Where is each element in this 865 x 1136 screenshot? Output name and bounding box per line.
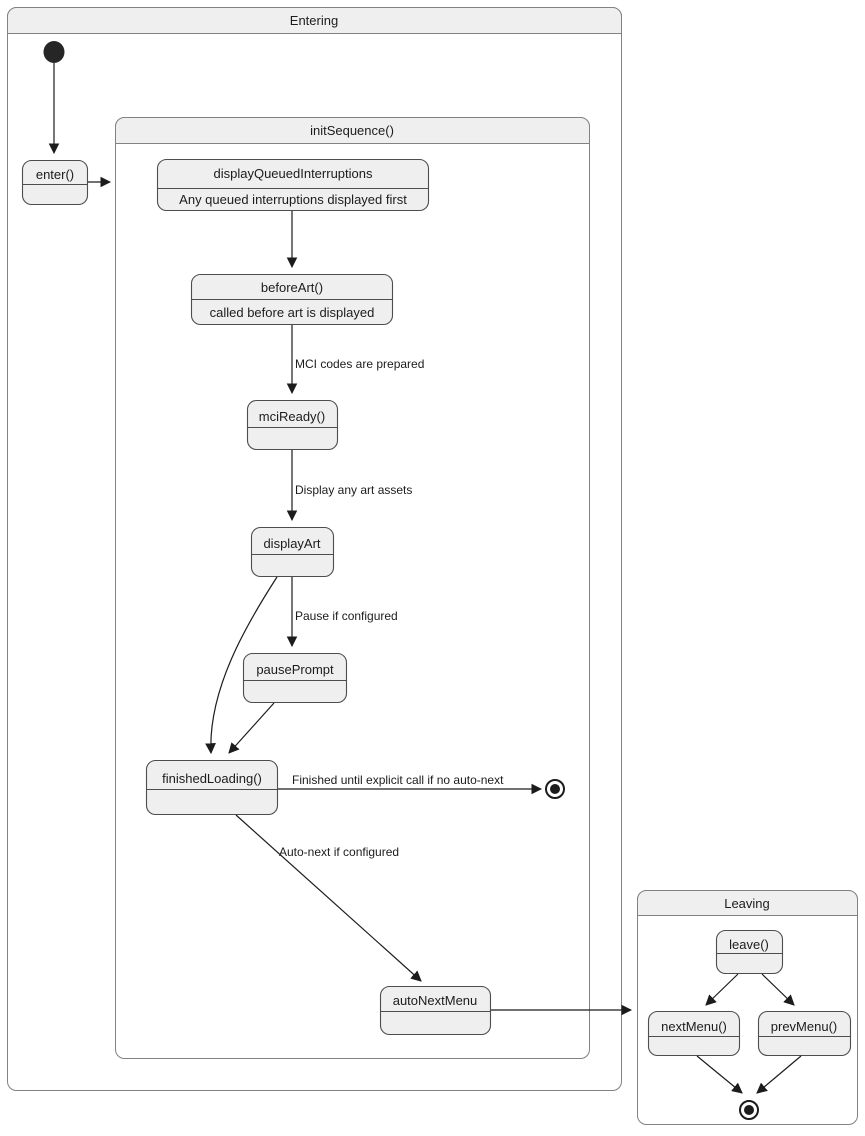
state-enter-label: enter() (36, 167, 74, 182)
state-pause-prompt[interactable]: pausePrompt (242, 652, 348, 704)
state-auto-next-menu-box (379, 985, 492, 1036)
edge-label-auto-next-if-configured: Auto-next if configured (279, 845, 399, 859)
edge-prev-menu-to-final (756, 1055, 802, 1094)
initial-node (43, 41, 65, 63)
state-pause-prompt-box (242, 652, 348, 704)
edge-leave-to-next-menu (705, 973, 739, 1006)
state-finished-loading-box (145, 759, 279, 816)
edge-label-finished-until-explicit-call: Finished until explicit call if no auto-… (292, 773, 504, 787)
state-display-art-box (250, 526, 335, 578)
composite-state-leaving[interactable]: Leaving (637, 890, 858, 1125)
state-enter-box (21, 159, 89, 206)
init-sequence-header-bar (115, 117, 590, 144)
state-display-queued-desc: Any queued interruptions displayed first (179, 192, 407, 207)
final-node-leaving (739, 1100, 759, 1120)
leaving-header-bar (637, 890, 858, 916)
state-leave-label: leave() (729, 937, 769, 952)
state-leave[interactable]: leave() (715, 929, 784, 975)
state-mci-ready[interactable]: mciReady() (246, 399, 339, 451)
state-display-art-label: displayArt (263, 536, 320, 551)
state-display-queued-interruptions[interactable]: displayQueuedInterruptions Any queued in… (156, 158, 430, 212)
state-mci-ready-box (246, 399, 339, 451)
final-node-entering-dot (550, 784, 560, 794)
state-before-art-desc: called before art is displayed (210, 305, 375, 320)
entering-header-bar (7, 7, 622, 34)
init-sequence-frame (115, 117, 590, 1059)
final-node-leaving-dot (744, 1105, 754, 1115)
edge-finished-loading-to-auto-next-menu (235, 814, 422, 982)
edge-display-art-to-finished-loading (205, 576, 278, 755)
state-auto-next-menu-label: autoNextMenu (393, 993, 478, 1008)
state-finished-loading[interactable]: finishedLoading() (145, 759, 279, 816)
state-display-art[interactable]: displayArt (250, 526, 335, 578)
init-sequence-title: initSequence() (310, 123, 394, 138)
edge-pause-prompt-to-finished-loading (228, 702, 275, 754)
state-pause-prompt-label: pausePrompt (256, 662, 334, 677)
edge-leave-to-prev-menu (761, 973, 795, 1006)
state-mci-ready-label: mciReady() (259, 409, 325, 424)
leaving-title: Leaving (724, 896, 770, 911)
edge-label-display-any-art-assets: Display any art assets (295, 483, 412, 497)
state-finished-loading-label: finishedLoading() (162, 771, 262, 786)
state-prev-menu-box (757, 1010, 852, 1057)
state-auto-next-menu[interactable]: autoNextMenu (379, 985, 492, 1036)
state-next-menu-box (647, 1010, 741, 1057)
state-next-menu-label: nextMenu() (661, 1019, 727, 1034)
composite-state-init-sequence[interactable]: initSequence() (115, 117, 590, 1059)
final-node-entering (545, 779, 565, 799)
edge-next-menu-to-final (696, 1055, 743, 1094)
state-before-art-label: beforeArt() (261, 280, 323, 295)
state-leave-box (715, 929, 784, 975)
state-prev-menu-label: prevMenu() (771, 1019, 837, 1034)
edge-label-pause-if-configured: Pause if configured (295, 609, 398, 623)
state-enter[interactable]: enter() (21, 159, 89, 206)
state-display-queued-label: displayQueuedInterruptions (214, 166, 373, 181)
state-prev-menu[interactable]: prevMenu() (757, 1010, 852, 1057)
state-next-menu[interactable]: nextMenu() (647, 1010, 741, 1057)
edge-label-mci-codes-prepared: MCI codes are prepared (295, 357, 424, 371)
state-before-art[interactable]: beforeArt() called before art is display… (190, 273, 394, 326)
entering-title: Entering (290, 13, 338, 28)
leaving-frame (637, 890, 858, 1125)
state-display-queued-box (156, 158, 430, 212)
